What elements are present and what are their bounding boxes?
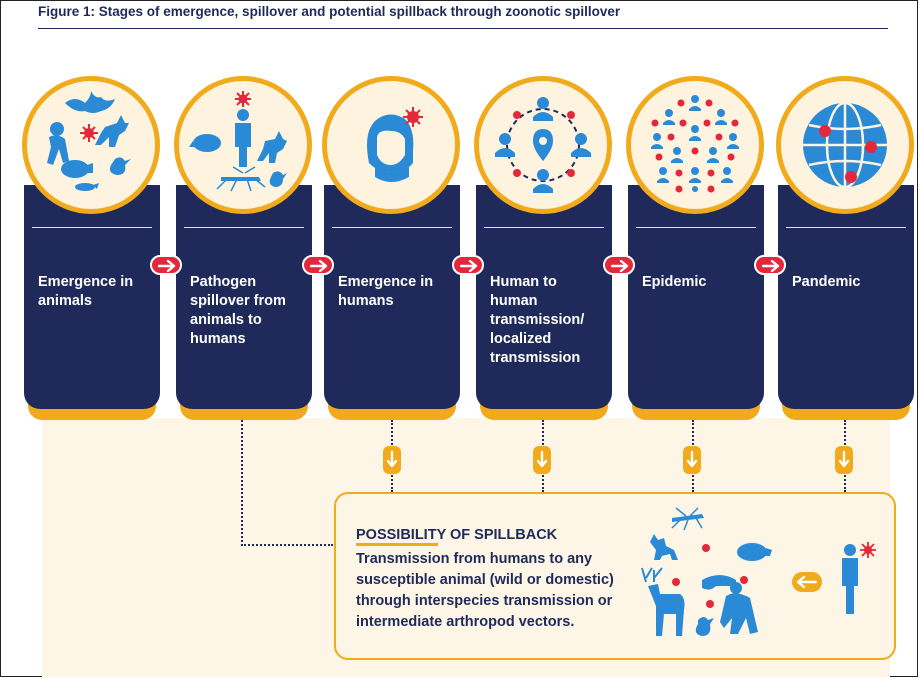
right-arrow-icon	[310, 260, 328, 272]
stage-card: Human to human transmission/ localized t…	[476, 185, 612, 409]
spillback-title: POSSIBILITY OF SPILLBACK	[356, 527, 557, 543]
stage-icon-circle	[174, 76, 312, 214]
stage-emergence-in-animals: Emergence in animals	[22, 76, 160, 420]
stage-icon-circle	[322, 76, 460, 214]
stage-label: Epidemic	[642, 274, 707, 290]
stage-card: Emergence in humans	[324, 185, 460, 409]
stage-emergence-in-humans: Emergence in humans	[322, 76, 460, 420]
down-arrow-icon	[838, 450, 850, 468]
stage-card: Pandemic	[778, 185, 914, 409]
title-divider	[38, 28, 888, 29]
stage-pathogen-spillover: Pathogen spillover from animals to human…	[174, 76, 312, 420]
right-arrow-connector	[603, 255, 635, 275]
animals-virus-icon	[47, 91, 131, 191]
right-arrow-connector	[302, 255, 334, 275]
figure-title: Figure 1: Stages of emergence, spillover…	[38, 4, 621, 19]
down-arrow-badge	[383, 446, 401, 474]
stage-icon-circle	[22, 76, 160, 214]
down-arrow-badge	[683, 446, 701, 474]
right-arrow-icon	[460, 260, 478, 272]
right-arrow-connector	[150, 255, 182, 275]
down-arrow-badge	[835, 446, 853, 474]
stage-icon-circle	[474, 76, 612, 214]
stage-epidemic: Epidemic	[626, 76, 764, 420]
dotted-line-spillover	[241, 420, 243, 546]
down-arrow-icon	[536, 450, 548, 468]
down-arrow-badge	[533, 446, 551, 474]
stage-icon-circle	[776, 76, 914, 214]
right-arrow-connector	[754, 255, 786, 275]
stage-label: Human to human transmission/ localized t…	[490, 274, 585, 366]
stage-card: Emergence in animals	[24, 185, 160, 409]
right-arrow-icon	[762, 260, 780, 272]
right-arrow-icon	[611, 260, 629, 272]
right-arrow-icon	[158, 260, 176, 272]
spillback-title-rest: OF SPILLBACK	[445, 527, 558, 543]
spillback-animals-icon	[641, 507, 876, 636]
stage-label: Emergence in animals	[38, 274, 134, 309]
stage-card: Epidemic	[628, 185, 764, 409]
stage-card: Pathogen spillover from animals to human…	[176, 185, 312, 409]
down-arrow-icon	[686, 450, 698, 468]
right-arrow-connector	[452, 255, 484, 275]
stage-label: Pandemic	[792, 274, 861, 290]
globe-virus-icon	[803, 101, 887, 189]
dotted-line-spillover-horizontal	[241, 544, 333, 546]
stage-label: Pathogen spillover from animals to human…	[190, 274, 286, 347]
stage-pandemic: Pandemic	[776, 76, 914, 420]
spillback-title-highlight: POSSIBILITY	[356, 527, 446, 543]
spillback-title-underline	[356, 543, 438, 546]
stage-human-to-human: Human to human transmission/ localized t…	[474, 76, 612, 420]
left-arrow-icon	[796, 575, 818, 589]
stage-icon-circle	[626, 76, 764, 214]
human-head-virus-icon	[367, 107, 423, 182]
animals-human-virus-icon	[189, 91, 287, 192]
spillback-description: Transmission from humans to any suscepti…	[356, 551, 614, 630]
spillback-box: POSSIBILITY OF SPILLBACK Transmission fr…	[334, 492, 896, 660]
crowd-virus-icon	[651, 95, 739, 193]
down-arrow-icon	[386, 450, 398, 468]
localized-transmission-icon	[495, 97, 591, 193]
stage-label: Emergence in humans	[338, 274, 434, 309]
